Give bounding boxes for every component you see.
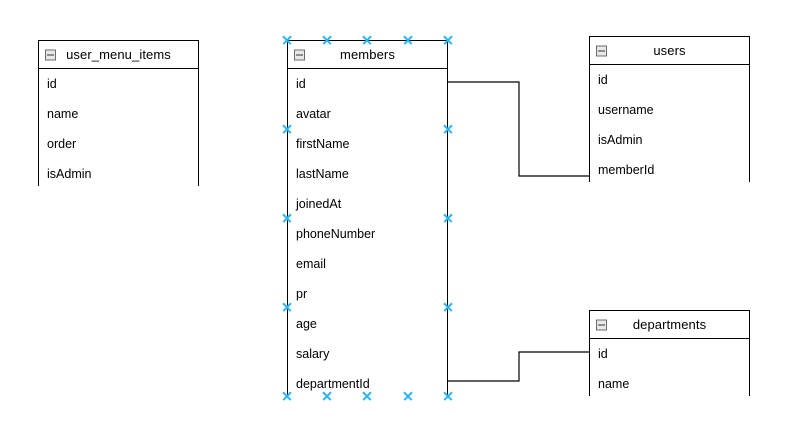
entity-field-row[interactable]: id [39, 69, 198, 99]
entity-field-row[interactable]: memberId [590, 155, 749, 185]
entity-field-row[interactable]: username [590, 95, 749, 125]
entity-field-row[interactable]: name [590, 369, 749, 399]
entity-title: users [653, 43, 686, 58]
relationship-edge-members-id-to-users-memberId[interactable] [448, 81, 589, 177]
entity-field-row[interactable]: id [288, 69, 447, 99]
entity-field-row[interactable]: order [39, 129, 198, 159]
entity-field-row[interactable]: phoneNumber [288, 219, 447, 249]
entity-field-row[interactable]: joinedAt [288, 189, 447, 219]
collapse-minus-icon[interactable] [596, 319, 607, 330]
entity-header-users[interactable]: users [590, 37, 749, 65]
entity-header-user_menu_items[interactable]: user_menu_items [39, 41, 198, 69]
entity-field-row[interactable]: isAdmin [39, 159, 198, 189]
entity-title: members [340, 47, 395, 62]
collapse-minus-icon[interactable] [294, 49, 305, 60]
collapse-minus-icon[interactable] [596, 45, 607, 56]
entity-field-row[interactable]: firstName [288, 129, 447, 159]
entity-title: departments [632, 317, 707, 332]
entity-field-row[interactable]: salary [288, 339, 447, 369]
entity-field-row[interactable]: avatar [288, 99, 447, 129]
entity-field-row[interactable]: age [288, 309, 447, 339]
entity-title: user_menu_items [66, 47, 171, 62]
entity-field-row[interactable]: id [590, 65, 749, 95]
entity-field-row[interactable]: email [288, 249, 447, 279]
entity-field-row[interactable]: id [590, 339, 749, 369]
entity-field-row[interactable]: lastName [288, 159, 447, 189]
entity-header-members[interactable]: members [288, 41, 447, 69]
entity-field-row[interactable]: isAdmin [590, 125, 749, 155]
entity-field-row[interactable]: pr [288, 279, 447, 309]
collapse-minus-icon[interactable] [45, 49, 56, 60]
entity-field-row[interactable]: name [39, 99, 198, 129]
relationship-edge-members-departmentId-to-departments-id[interactable] [448, 351, 589, 382]
entity-header-departments[interactable]: departments [590, 311, 749, 339]
entity-field-row[interactable]: departmentId [288, 369, 447, 399]
